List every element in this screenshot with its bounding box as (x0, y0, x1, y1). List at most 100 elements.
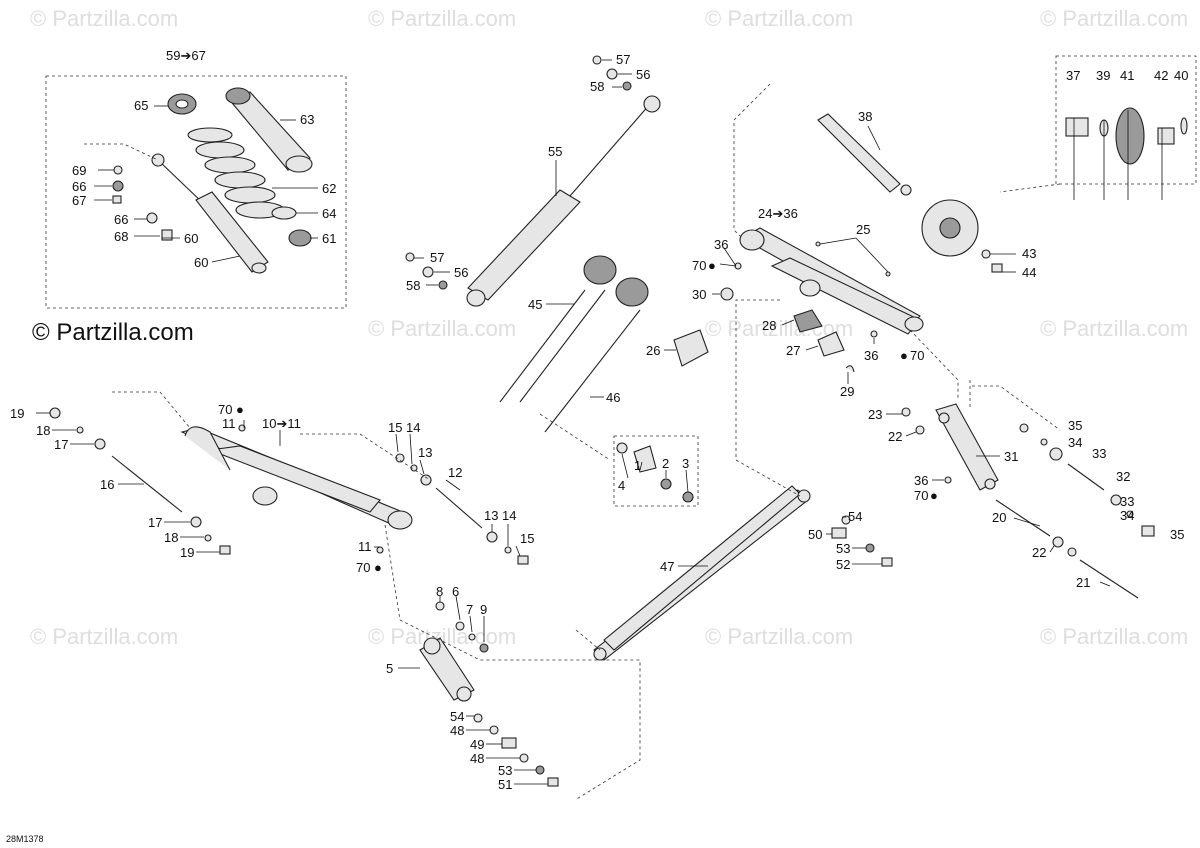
bolt-35b (1141, 525, 1155, 537)
spacer-49 (501, 737, 517, 749)
rear-arm (720, 227, 924, 373)
range-label-rear-arm: 24➔36 (758, 206, 798, 221)
washer-18a (76, 426, 84, 434)
bolt-57a (592, 55, 602, 65)
callout-34: 34 (1120, 508, 1134, 523)
callout-40: 40 (1174, 68, 1188, 83)
washer-56a (606, 68, 618, 80)
bushing-30 (720, 287, 734, 301)
washer-56b (422, 266, 434, 278)
bolt-52 (881, 557, 893, 567)
drop-icon: ● (900, 348, 908, 363)
ring-40 (1180, 117, 1188, 135)
callout-54: 54 (848, 509, 862, 524)
callout-23: 23 (868, 407, 882, 422)
spacer-67 (112, 195, 122, 204)
callout-54: 54 (450, 709, 464, 724)
bolt-8 (435, 601, 445, 611)
callout-30: 30 (692, 287, 706, 302)
spacer-6 (455, 621, 465, 631)
watermarks: © Partzilla.com © Partzilla.com © Partzi… (30, 6, 1188, 649)
callout-25: 25 (856, 222, 870, 237)
spring-coil-right (615, 277, 649, 307)
callout-37: 37 (1066, 68, 1080, 83)
washer-4 (616, 442, 628, 454)
washer-54b (841, 515, 851, 525)
watermark-text: © Partzilla.com (30, 624, 178, 649)
wheel-kit-box (1055, 55, 1197, 185)
callout-4: 4 (618, 478, 625, 493)
nut-2 (660, 478, 672, 490)
sleeve-26 (673, 329, 709, 367)
grease-fitting-11a (238, 424, 246, 432)
callout-61: 61 (322, 231, 336, 246)
bearing-37 (1065, 117, 1089, 137)
callout-35: 35 (1170, 527, 1184, 542)
watermark-text: © Partzilla.com (1040, 316, 1188, 341)
callout-70: 70 (914, 488, 928, 503)
drop-icon: ● (236, 402, 244, 417)
callout-56: 56 (636, 67, 650, 82)
front-arm-rail-2 (209, 445, 381, 513)
bushing-48b (519, 753, 529, 763)
callout-47: 47 (660, 559, 674, 574)
callout-16: 16 (100, 477, 114, 492)
callout-29: 29 (840, 384, 854, 399)
long-link-47 (593, 485, 893, 661)
callout-44: 44 (1022, 265, 1036, 280)
washer-64 (271, 206, 297, 220)
washer-14a (410, 464, 418, 472)
callout-70: 70 (218, 402, 232, 417)
clip-61 (288, 229, 312, 247)
adjuster-kit (613, 435, 699, 507)
watermark-text: © Partzilla.com (368, 6, 516, 31)
spring-62 (187, 127, 285, 219)
front-arm (49, 407, 529, 565)
callout-48: 48 (470, 751, 484, 766)
diagram-code: 28M1378 (6, 834, 44, 844)
bolt-35a (1019, 423, 1029, 433)
callout-70: 70 (910, 348, 924, 363)
callout-28: 28 (762, 318, 776, 333)
callout-22: 22 (888, 429, 902, 444)
callout-46: 46 (606, 390, 620, 405)
callout-27: 27 (786, 343, 800, 358)
rod-20 (995, 499, 1051, 537)
hub-42 (1157, 127, 1175, 145)
nut-58b (438, 280, 448, 290)
callout-32: 32 (1116, 469, 1130, 484)
callout-31: 31 (1004, 449, 1018, 464)
callout-63: 63 (300, 112, 314, 127)
adjuster-kit-box (613, 435, 699, 507)
block-27 (817, 331, 845, 357)
grease-fitting-36c (944, 476, 952, 484)
callout-15: 15 (388, 420, 402, 435)
drop-icon: ● (930, 488, 938, 503)
rear-axle (817, 113, 1003, 273)
bushing-33b (1110, 494, 1122, 506)
callout-48: 48 (450, 723, 464, 738)
callout-56: 56 (454, 265, 468, 280)
bushing-17b (190, 516, 202, 528)
callout-11: 11 (222, 416, 236, 431)
watermark-text: © Partzilla.com (705, 624, 853, 649)
bolt-51 (547, 777, 559, 787)
callout-35: 35 (1068, 418, 1082, 433)
callout-17: 17 (148, 515, 162, 530)
callout-33: 33 (1092, 446, 1106, 461)
bolt-19b (219, 545, 231, 555)
bushing-50 (831, 527, 847, 539)
spring-coil-left (583, 255, 617, 285)
callout-66: 66 (72, 179, 86, 194)
rod-21 (1079, 559, 1139, 599)
callout-41: 41 (1120, 68, 1134, 83)
bolt-68 (161, 229, 173, 241)
range-label-front-arm: 10➔11 (262, 416, 301, 431)
watermark-text: © Partzilla.com (1040, 624, 1188, 649)
callout-70: 70 (692, 258, 706, 273)
callout-2: 2 (662, 456, 669, 471)
nut-22b (1052, 536, 1064, 548)
bushing-13a (420, 474, 432, 486)
callout-51: 51 (498, 777, 512, 792)
reference-lines (84, 83, 1061, 801)
